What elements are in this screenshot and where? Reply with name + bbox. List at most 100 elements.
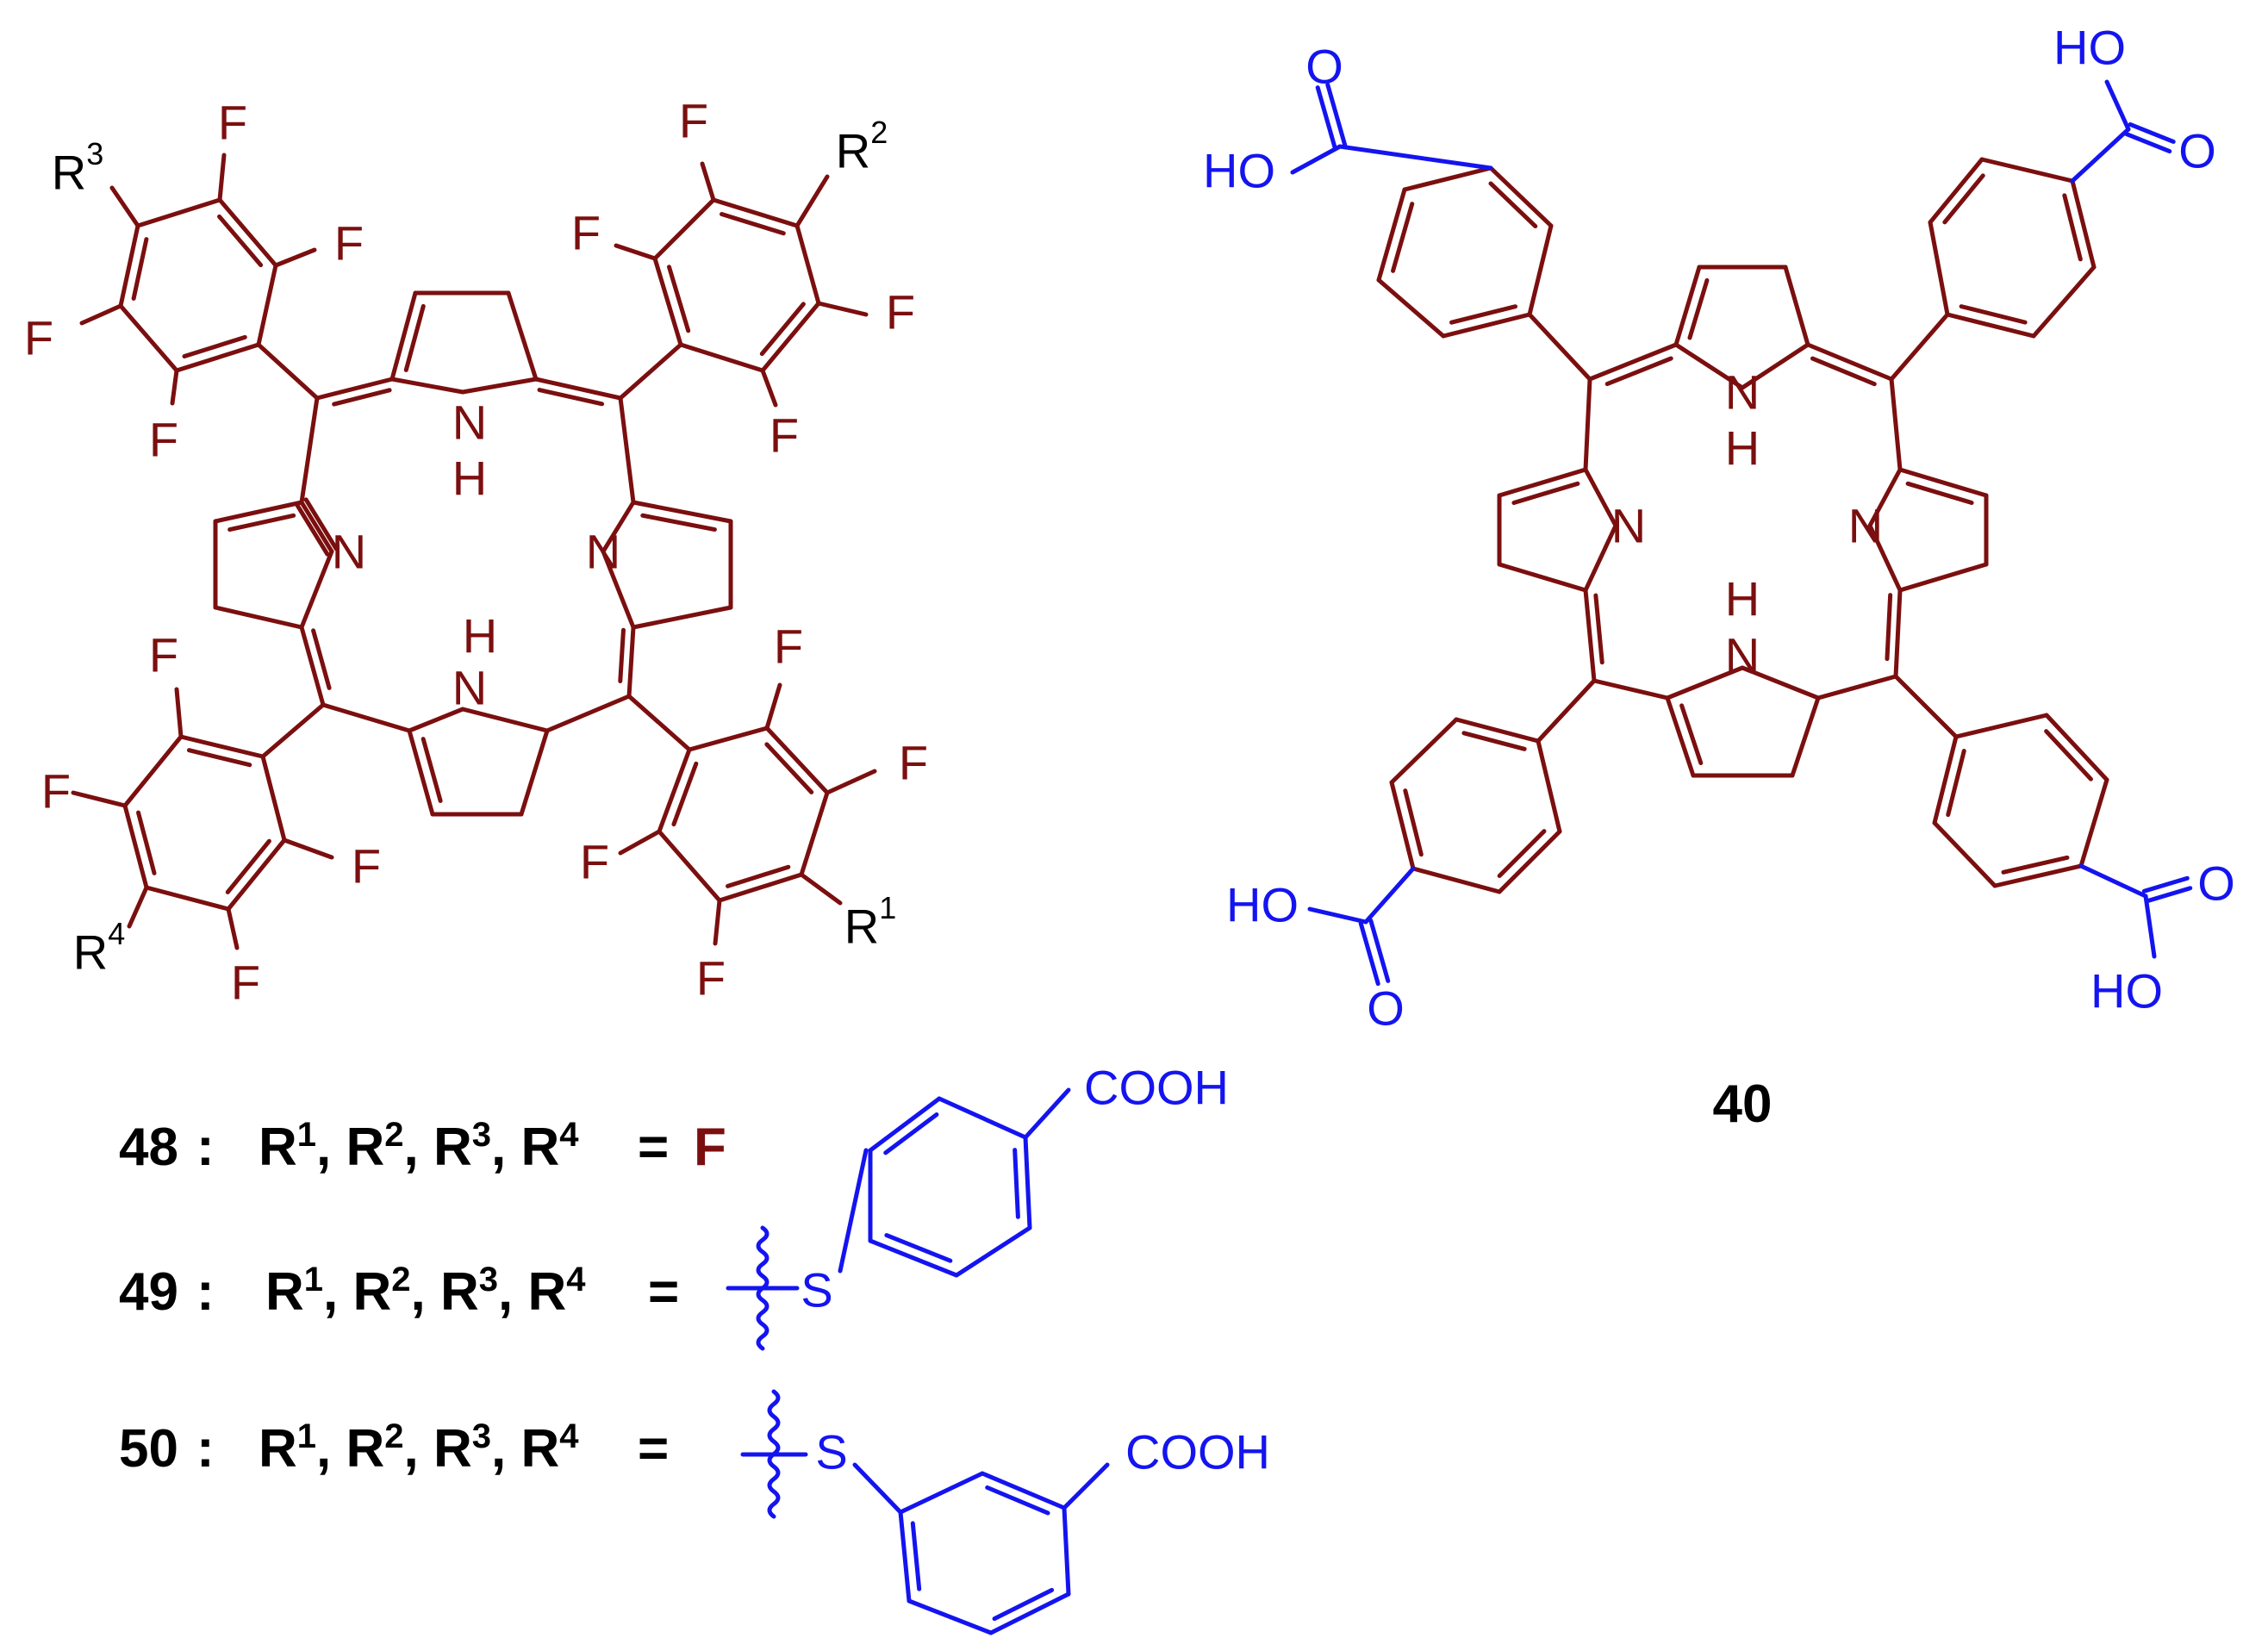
acid-bond: [1023, 1087, 1071, 1140]
right-aryl-tl-bond: [1527, 223, 1554, 317]
fluorine-atom: F: [696, 951, 726, 1006]
hydroxyl-group: HO: [2053, 21, 2126, 75]
benzoic-ring-50-inner-bond: [992, 1587, 1055, 1622]
r1-bond: [799, 872, 843, 906]
left-top-pyrrole-bond: [389, 290, 418, 382]
benzoic-ring-49-bond: [868, 1096, 942, 1153]
left-aryl-tl-inner-bond: [217, 214, 264, 268]
fluorine-atom: F: [770, 408, 799, 463]
r-list: R1, R2, R3, R4: [265, 1261, 586, 1322]
left-aryl-tr-bond: [678, 342, 765, 373]
imine-nitrogen: N: [1848, 499, 1883, 553]
aryl-link: [626, 694, 692, 752]
right-bottom-pyrrole-bond: [1665, 665, 1745, 701]
right-bottom-pyrrole-inner-bond: [1679, 703, 1704, 765]
left-aryl-tr-bond: [760, 301, 821, 373]
right-aryl-bl-bond: [1389, 780, 1416, 871]
fluorine-atom: F: [24, 311, 53, 365]
right-aryl-br-bond: [2044, 713, 2109, 782]
left-left-pyrrole-inner-bond: [227, 513, 296, 533]
left-bottom-pyrrole-bond: [407, 707, 465, 733]
right-top-pyrrole-inner-bond: [1687, 277, 1710, 340]
fluorine-atom: F: [774, 620, 803, 674]
right-aryl-br-bond: [1953, 713, 2049, 739]
hydroxyl-group: HO: [2090, 964, 2163, 1018]
right-left-pyrrole-bond: [1583, 523, 1618, 593]
sulfur-atom: S: [815, 1425, 847, 1479]
benzoic-ring-49-inner-bond: [884, 1233, 953, 1263]
colon: :: [196, 1262, 215, 1322]
fluorine-atom: F: [886, 285, 915, 339]
left-aryl-tl-bond: [118, 303, 179, 373]
left-left-pyrrole-bond: [213, 500, 304, 524]
left-aryl-tr-bond: [652, 256, 683, 347]
carbonyl-oxygen: O: [2178, 124, 2216, 178]
bonds-substituent: [726, 79, 2193, 1635]
left-right-pyrrole-bond: [631, 500, 733, 524]
fluorine-atom: F: [571, 206, 601, 260]
compound-number: 48: [119, 1118, 178, 1177]
meso-bond: [545, 694, 632, 733]
right-aryl-bl-bond: [1497, 829, 1562, 894]
meso-bond: [1583, 588, 1597, 683]
meso-double: [537, 388, 605, 407]
fluorine-atom-bond: [825, 769, 877, 795]
meso-double: [1885, 593, 1893, 662]
left-bottom-pyrrole-bond: [460, 707, 550, 733]
benzoic-ring-49-bond: [937, 1096, 1028, 1140]
left-aryl-bl-bond: [260, 754, 287, 843]
benzoic-ring-49-inner-bond: [1012, 1148, 1020, 1219]
right-aryl-tr-bond: [2031, 265, 2097, 339]
left-aryl-br-bond: [799, 790, 830, 877]
left-aryl-br-bond: [764, 726, 830, 795]
left-aryl-tl-inner-bond: [131, 237, 149, 301]
fluorine-atom-bond: [614, 243, 657, 261]
left-aryl-bl-bond: [226, 838, 287, 912]
hydroxyl-bond: [2104, 79, 2131, 132]
benzoic-ring-49-inner-bond: [883, 1112, 939, 1155]
left-bottom-pyrrole-inner-bond: [421, 737, 443, 803]
left-right-pyrrole-bond: [601, 500, 636, 554]
meso-bond: [1893, 588, 1903, 679]
left-right-pyrrole-bond: [601, 549, 636, 630]
benzoic-ring-50-bond: [988, 1591, 1071, 1635]
fluorine-atom-bond: [700, 161, 716, 202]
carbonyl-bond: [2141, 875, 2190, 894]
r2-bond: [794, 174, 830, 228]
right-top-pyrrole-bond: [1673, 265, 1702, 347]
left-aryl-tl-bond: [174, 342, 261, 373]
meso-bond: [1592, 678, 1670, 701]
right-top-pyrrole-bond: [1740, 342, 1810, 390]
carboxylic-acid-label: COOH: [1084, 1061, 1229, 1115]
imine-bond: [303, 497, 339, 551]
right-aryl-br-bond: [2078, 777, 2109, 869]
right-aryl-tl-bond: [1402, 165, 1493, 192]
right-top-pyrrole-bond: [1673, 342, 1745, 390]
right-aryl-tl-bond: [1376, 187, 1407, 283]
left-aryl-tr-bond: [711, 197, 800, 228]
aryl-link: [1536, 678, 1597, 744]
right-aryl-br-inner-bond: [1946, 749, 1966, 818]
benzoic-ring-49-bond: [954, 1225, 1032, 1278]
right-aryl-tl-inner-bond: [1488, 181, 1538, 229]
left-aryl-br-bond: [717, 872, 804, 903]
meso-bond: [321, 702, 412, 733]
right-aryl-bl-bond: [1389, 717, 1459, 785]
right-right-pyrrole-bond: [1867, 523, 1903, 593]
left-aryl-br-inner-bond: [764, 742, 814, 794]
r4-label: R4: [73, 916, 125, 980]
nh-nitrogen: N: [1725, 365, 1760, 420]
aryl-link: [1893, 674, 1959, 739]
right-aryl-tl-inner-bond: [1391, 202, 1415, 273]
r-list: R1, R2, R3, R4: [259, 1116, 579, 1177]
carboxylic-acid-label: COOH: [1125, 1425, 1270, 1479]
fluorine-atom: F: [149, 413, 178, 467]
right-left-pyrrole-bond: [1583, 467, 1618, 528]
left-aryl-br-inner-bond: [726, 864, 791, 888]
meso-bond: [315, 377, 395, 401]
equals-sign: =: [638, 1419, 669, 1479]
left-aryl-bl-bond: [144, 885, 231, 912]
compound-50-row: 50 : R1, R2, R3, R4 =: [119, 1417, 669, 1479]
